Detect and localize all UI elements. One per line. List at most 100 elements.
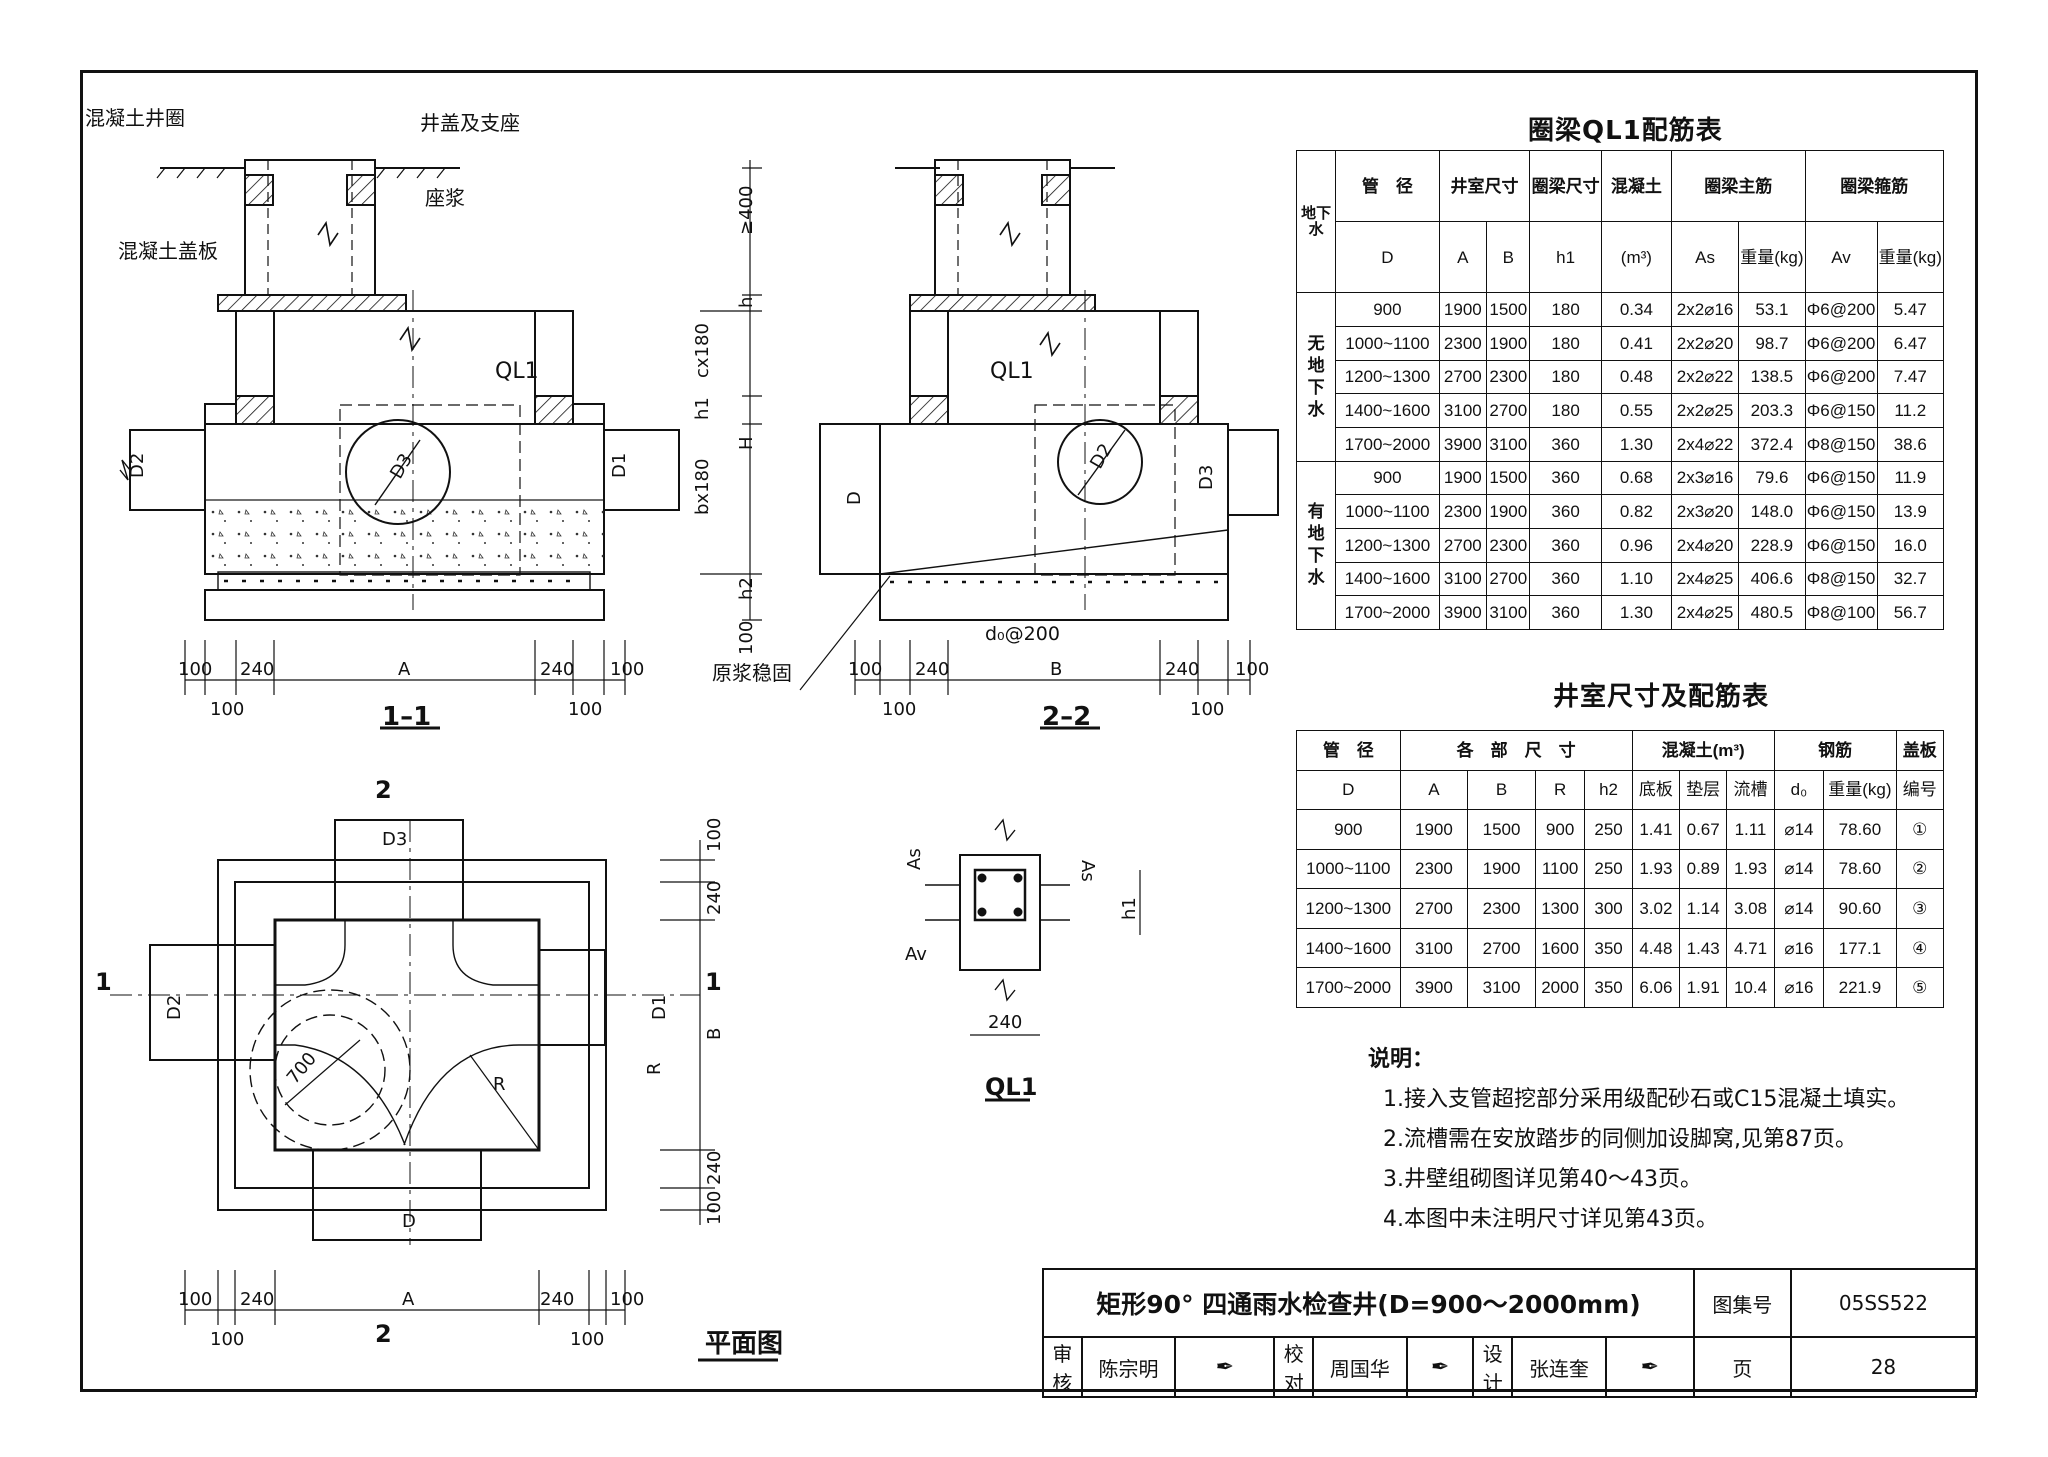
note-item: 3.井壁组砌图详见第40～43页。 (1383, 1167, 1702, 1192)
note-item: 2.流槽需在安放踏步的同侧加设脚窝,见第87页。 (1383, 1127, 1857, 1152)
check-label: 校对 (1273, 1336, 1315, 1398)
ql1-h1: h1 (1119, 897, 1140, 920)
table-cell: 2300 (1438, 494, 1488, 529)
table-cell: 0.89 (1679, 848, 1728, 890)
dim-240: 240 (915, 659, 949, 680)
table-cell: 3100 (1438, 393, 1488, 428)
dim-100: 100 (1190, 699, 1224, 720)
table-cell: ① (1895, 809, 1945, 850)
plan-dim-100: 100 (570, 1329, 604, 1350)
subheader: D (1296, 769, 1401, 811)
table-cell: 372.4 (1738, 426, 1806, 462)
table-cell: 350 (1584, 967, 1633, 1008)
dim-A: A (398, 659, 411, 680)
table-cell: 1200~1300 (1335, 527, 1440, 563)
table-cell: 2x2⌀20 (1670, 325, 1740, 361)
page-label: 页 (1692, 1336, 1792, 1398)
table-cell: 1700~2000 (1335, 595, 1440, 630)
table-cell: 1.10 (1600, 561, 1673, 597)
table-cell: 180 (1529, 325, 1602, 361)
table-cell: 3900 (1399, 967, 1469, 1008)
table-cell: 1.93 (1631, 848, 1681, 890)
table-cell: 3100 (1486, 426, 1531, 462)
table-cell: 2300 (1438, 325, 1488, 361)
table-cell: 1900 (1438, 292, 1488, 327)
table-cell: ⌀16 (1773, 967, 1825, 1008)
subheader: (m³) (1600, 221, 1673, 294)
ql1-table: 地下水 管 径 井室尺寸 圈梁尺寸 混凝土 圈梁主筋 圈梁箍筋 D A B h1… (1295, 149, 1945, 631)
table-cell: Φ8@100 (1804, 595, 1878, 630)
label-grout: 原浆稳固 (712, 661, 792, 685)
table-cell: 0.34 (1600, 292, 1673, 327)
plan-dim-240: 240 (540, 1289, 574, 1310)
table-cell: 2x2⌀25 (1670, 393, 1740, 428)
table-cell: 38.6 (1876, 426, 1945, 462)
table-cell: 3.02 (1631, 888, 1681, 929)
table-cell: 3100 (1467, 967, 1536, 1008)
header-stirrup: 圈梁箍筋 (1804, 149, 1945, 223)
table-cell: 1100 (1534, 848, 1586, 890)
table-cell: 2700 (1399, 888, 1469, 929)
table-cell: 360 (1529, 460, 1602, 496)
dim-B: B (1050, 659, 1062, 680)
table-cell: 180 (1529, 292, 1602, 327)
table-cell: 360 (1529, 426, 1602, 462)
table-cell: 1600 (1534, 927, 1586, 969)
drawing-frame (80, 70, 1978, 1392)
table-cell: 2700 (1486, 393, 1531, 428)
plan-dim-100: 100 (704, 1191, 725, 1225)
table-cell: 56.7 (1876, 595, 1945, 630)
table-cell: 3100 (1438, 561, 1488, 597)
table-cell: 1.30 (1600, 426, 1673, 462)
section-label-2-2: 2–2 (1042, 702, 1091, 732)
table-cell: 1000~1100 (1335, 325, 1440, 361)
notes-heading: 说明： (1368, 1047, 1435, 1072)
subheader: h1 (1529, 221, 1602, 294)
table-cell: 0.48 (1600, 359, 1673, 395)
table-cell: 11.2 (1876, 393, 1945, 428)
table-cell: 90.60 (1823, 888, 1897, 929)
header-groundwater: 地下水 (1295, 149, 1337, 294)
header-beam: 圈梁尺寸 (1529, 149, 1602, 223)
table-cell: 0.67 (1679, 809, 1728, 850)
table-cell: 1.14 (1679, 888, 1728, 929)
subheader: A (1438, 221, 1488, 294)
label-D2-s2: D2 (1086, 440, 1117, 472)
table-cell: 2300 (1486, 359, 1531, 395)
table-cell: 13.9 (1876, 494, 1945, 529)
dim-h: h (736, 297, 757, 308)
table-cell: 360 (1529, 527, 1602, 563)
table-cell: 1.11 (1726, 809, 1775, 850)
table-cell: 98.7 (1738, 325, 1806, 361)
table-cell: 1.43 (1679, 927, 1728, 969)
table-cell: 900 (1296, 809, 1401, 850)
table-cell: 177.1 (1823, 927, 1897, 969)
ql1-240: 240 (988, 1012, 1022, 1033)
ql1-As-right: As (1077, 860, 1098, 882)
dim-240: 240 (540, 659, 574, 680)
label-D3-s2: D3 (1196, 465, 1217, 490)
table-cell: Φ6@150 (1804, 460, 1878, 496)
table-cell: 221.9 (1823, 967, 1897, 1008)
table-cell: 3100 (1486, 595, 1531, 630)
table-cell: 2700 (1438, 527, 1488, 563)
dim-h2: h2 (736, 577, 757, 600)
table-cell: 2300 (1399, 848, 1469, 890)
dim-100: 100 (848, 659, 882, 680)
table-cell: 1500 (1486, 292, 1531, 327)
section-mark-1-left: 1 (95, 968, 112, 996)
subheader: d₀ (1773, 769, 1825, 811)
plan-dim-240: 240 (704, 1151, 725, 1185)
table-cell: 900 (1335, 292, 1440, 327)
plan-D: D (402, 1211, 416, 1232)
table-cell: 1.41 (1631, 809, 1681, 850)
header-dims: 各 部 尺 寸 (1399, 730, 1633, 771)
table-cell: 250 (1584, 809, 1633, 850)
table-cell: 1400~1600 (1296, 927, 1401, 969)
